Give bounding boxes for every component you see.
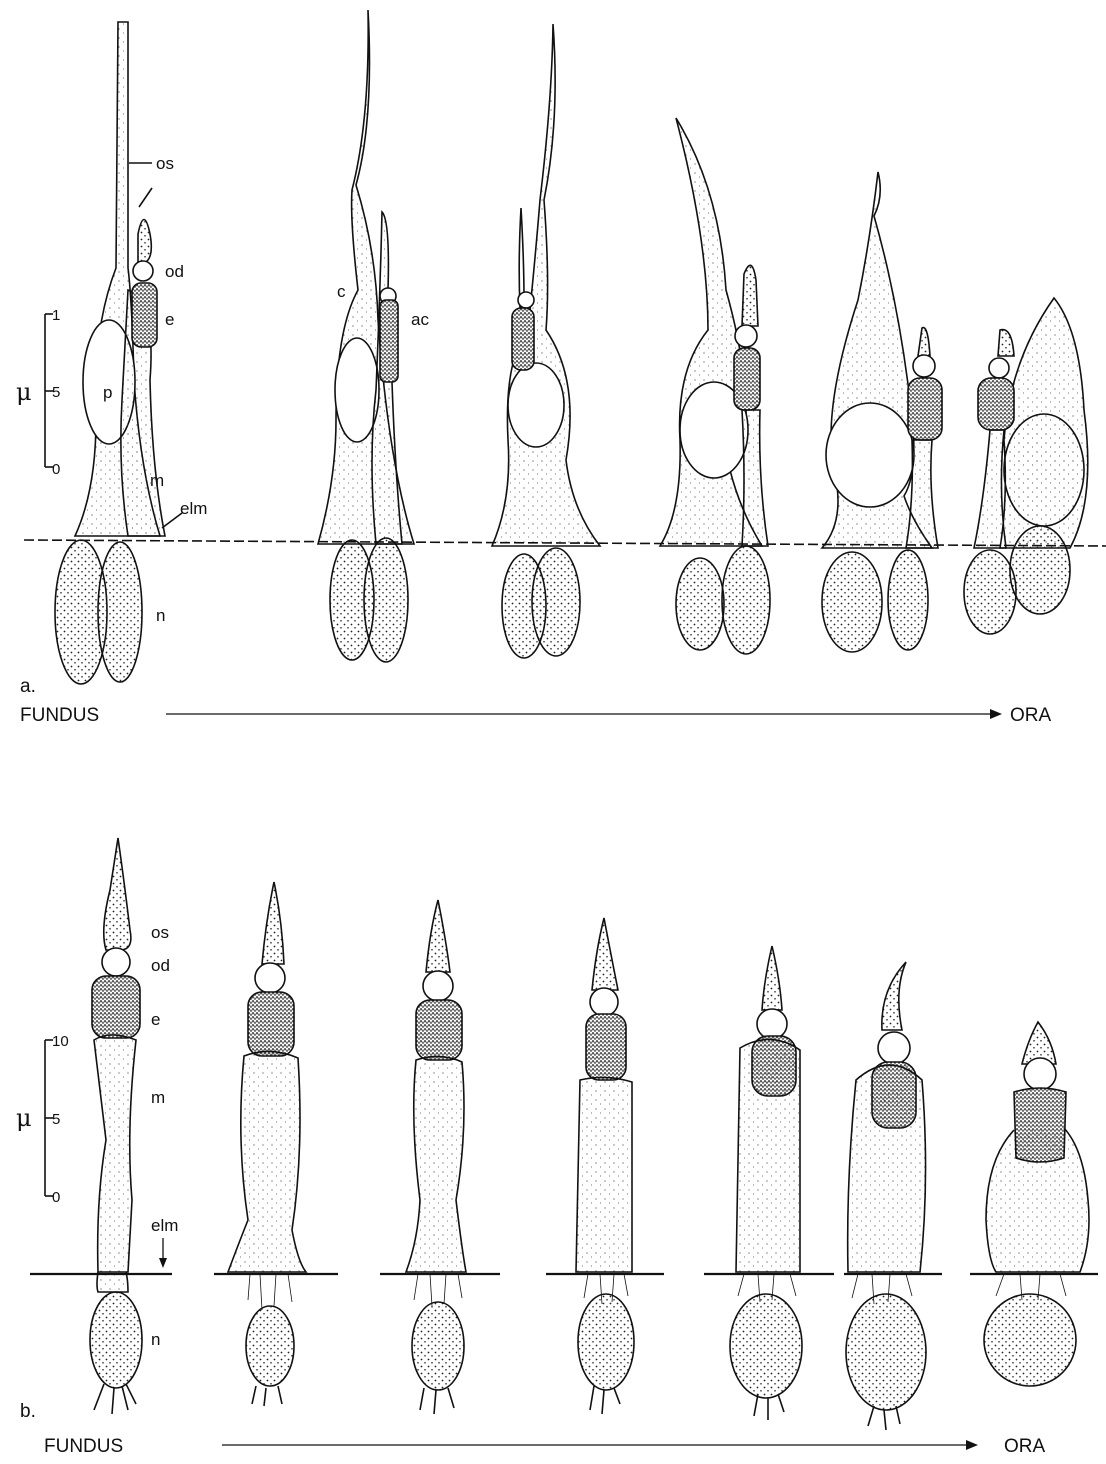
cone-b7 [984, 1022, 1089, 1386]
panel-b [30, 838, 1098, 1450]
cell-group-a2 [318, 10, 414, 662]
label-oil-droplet-a: od [165, 262, 184, 281]
label-myoid-b: m [151, 1088, 165, 1107]
label-nucleus-a: n [156, 606, 165, 625]
cone-b6 [846, 962, 926, 1430]
label-accessory-cone-a: ac [411, 310, 429, 329]
label-outer-segment-a: os [156, 154, 174, 173]
scale-unit-b: μ [16, 1104, 32, 1132]
scale-tick-b-10: 10 [52, 1033, 69, 1050]
label-paraboloid-a: p [103, 383, 112, 402]
scale-tick-a-0: 0 [52, 461, 60, 478]
cone-b3 [406, 900, 466, 1414]
cell-group-a1 [55, 22, 182, 684]
cone-b2 [228, 882, 306, 1406]
cell-group-a5 [822, 172, 942, 652]
scale-tick-b-0: 0 [52, 1189, 60, 1206]
ora-label-b: ORA [1004, 1436, 1046, 1457]
cell-group-a4 [660, 118, 770, 654]
label-elm-a: elm [180, 499, 207, 518]
panel-a [24, 10, 1106, 719]
fundus-ora-arrow-a [166, 709, 1002, 719]
panel-b-label: b. [20, 1401, 36, 1422]
label-central-cone-a: c [337, 282, 346, 301]
label-outer-segment-b: os [151, 923, 169, 942]
label-myoid-a: m [150, 471, 164, 490]
cell-group-a3 [492, 24, 600, 658]
label-oil-droplet-b: od [151, 956, 170, 975]
scale-tick-b-5: 5 [52, 1111, 60, 1128]
cell-group-a6 [964, 298, 1088, 634]
label-nucleus-b: n [151, 1330, 160, 1349]
fundus-label-b: FUNDUS [44, 1436, 123, 1457]
scale-unit-a: μ [16, 378, 32, 406]
label-ellipsoid-a: e [165, 310, 174, 329]
fundus-label-a: FUNDUS [20, 705, 99, 726]
scale-tick-a-5: 5 [52, 384, 60, 401]
ora-label-a: ORA [1010, 705, 1052, 726]
cone-b4 [576, 918, 634, 1414]
cone-b5 [730, 946, 802, 1420]
cone-b1 [90, 838, 142, 1414]
label-ellipsoid-b: e [151, 1010, 160, 1029]
fundus-ora-arrow-b [222, 1440, 978, 1450]
panel-a-label: a. [20, 676, 36, 697]
label-elm-b: elm [151, 1216, 178, 1235]
scale-tick-a-1: 1 [52, 307, 60, 324]
